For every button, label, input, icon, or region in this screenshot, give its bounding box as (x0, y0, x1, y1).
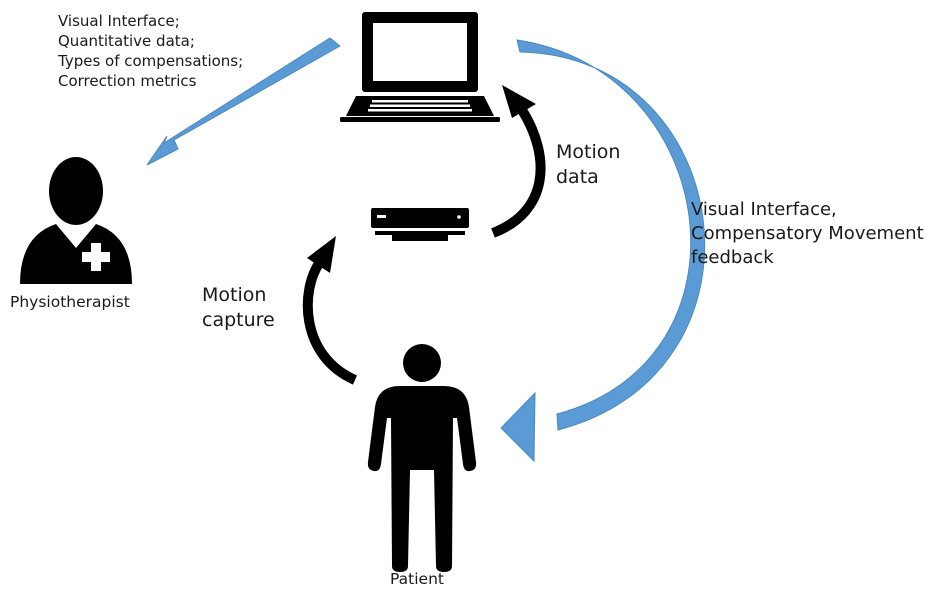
laptop-icon (340, 12, 500, 122)
therapist-info-line: Correction metrics (58, 72, 197, 90)
motion-data-line: data (556, 166, 599, 188)
patient-feedback-line: feedback (691, 247, 774, 268)
arrow-motion-capture (302, 236, 358, 385)
therapist-info-line: Visual Interface; (58, 12, 180, 30)
physiotherapist-icon (20, 157, 132, 284)
motion-sensor-icon (371, 208, 469, 241)
therapist-info-line: Types of compensations; (58, 52, 244, 70)
physiotherapist-label: Physiotherapist (10, 293, 130, 311)
arrow-laptop-to-physiotherapist (146, 37, 341, 166)
patient-icon (367, 344, 477, 572)
patient-feedback-line: Compensatory Movement (691, 223, 924, 244)
patient-feedback-label: Visual Interface, Compensatory Movement … (691, 198, 924, 270)
motion-capture-label: Motion capture (202, 283, 275, 333)
motion-capture-line: capture (202, 309, 275, 331)
patient-label: Patient (390, 570, 444, 588)
therapist-info-line: Quantitative data; (58, 32, 195, 50)
patient-feedback-line: Visual Interface, (691, 199, 837, 220)
motion-capture-line: Motion (202, 284, 267, 306)
arrow-motion-data (491, 85, 546, 238)
motion-data-label: Motion data (556, 140, 620, 190)
therapist-info-label: Visual Interface; Quantitative data; Typ… (58, 11, 243, 91)
arrow-laptop-to-patient (500, 39, 706, 463)
motion-data-line: Motion (556, 141, 621, 163)
